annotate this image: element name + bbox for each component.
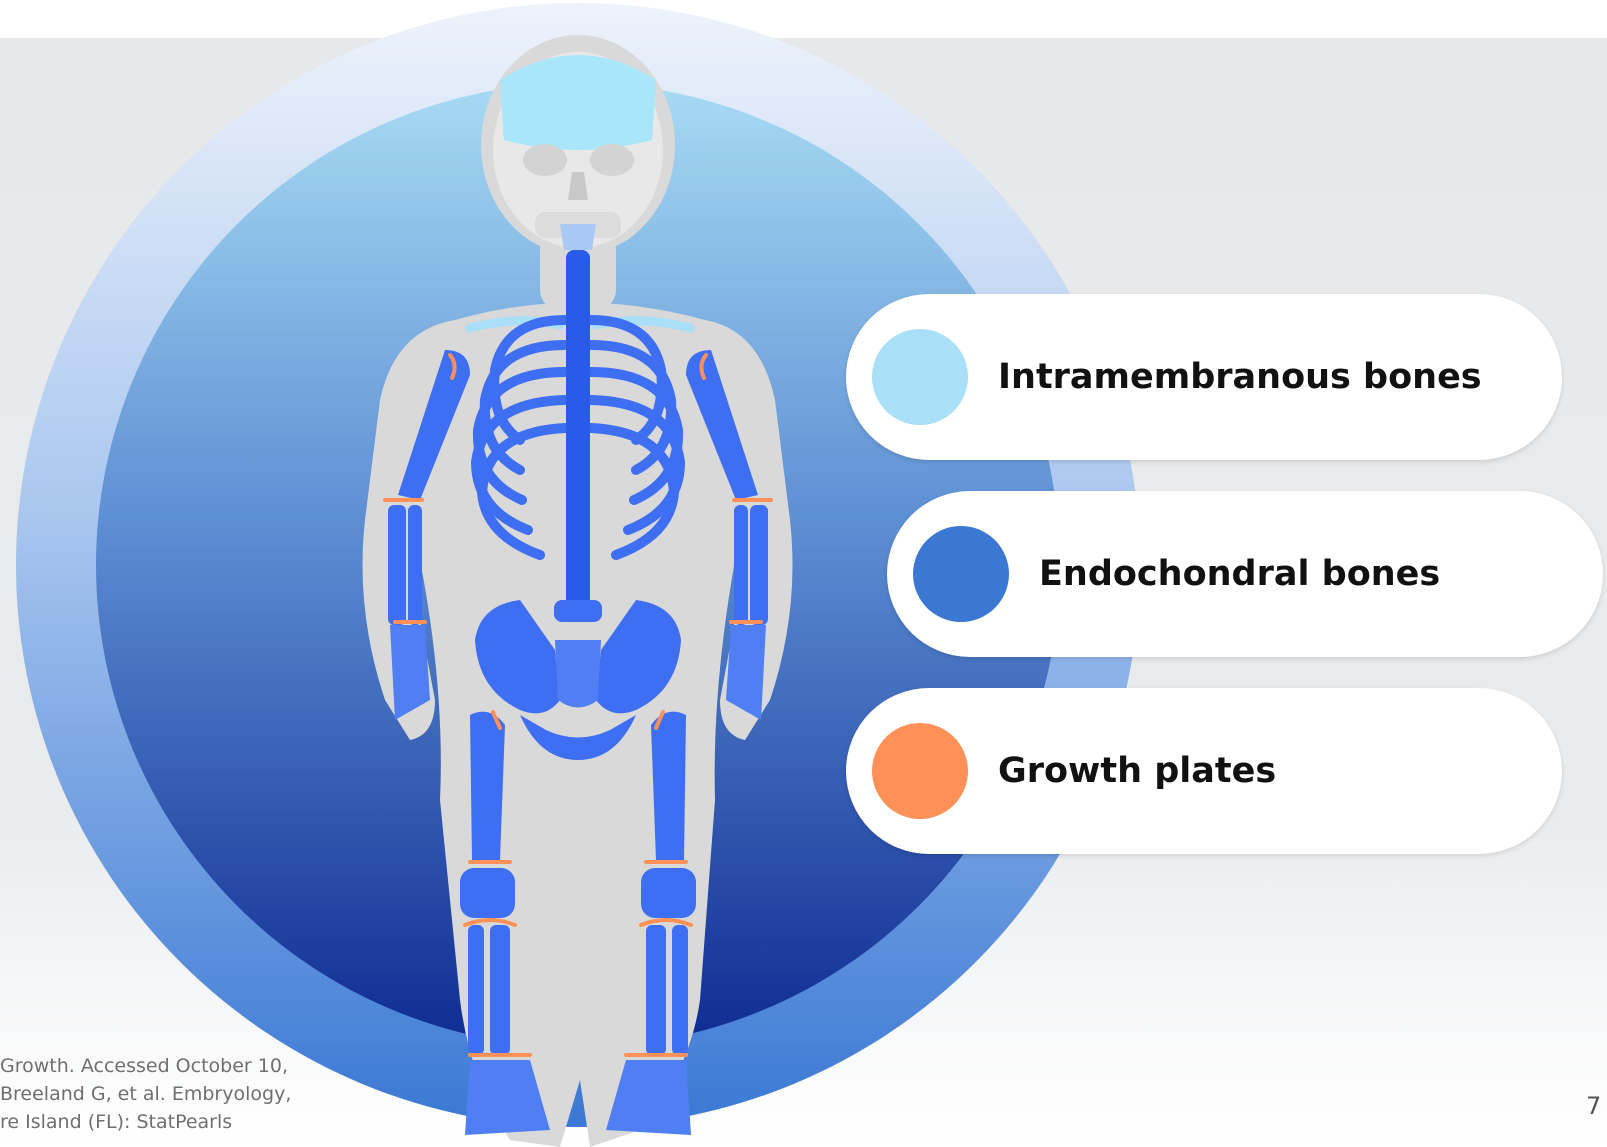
- legend-label-endochondral: Endochondral bones: [1039, 491, 1440, 657]
- legend-item-intramembranous: Intramembranous bones: [846, 294, 1562, 460]
- citation-line: Growth. Accessed October 10,: [0, 1052, 320, 1080]
- intramembranous-swatch: [872, 329, 968, 425]
- legend-item-endochondral: Endochondral bones: [887, 491, 1603, 657]
- page-number: 7: [1586, 1092, 1601, 1120]
- legend-item-growth-plates: Growth plates: [846, 688, 1562, 854]
- growth-plates-swatch: [872, 723, 968, 819]
- legend-label-intramembranous: Intramembranous bones: [998, 294, 1482, 460]
- citation: Growth. Accessed October 10, Breeland G,…: [0, 1052, 320, 1136]
- legend-label-growth-plates: Growth plates: [998, 688, 1276, 854]
- citation-line: re Island (FL): StatPearls: [0, 1108, 320, 1136]
- citation-line: Breeland G, et al. Embryology,: [0, 1080, 320, 1108]
- endochondral-swatch: [913, 526, 1009, 622]
